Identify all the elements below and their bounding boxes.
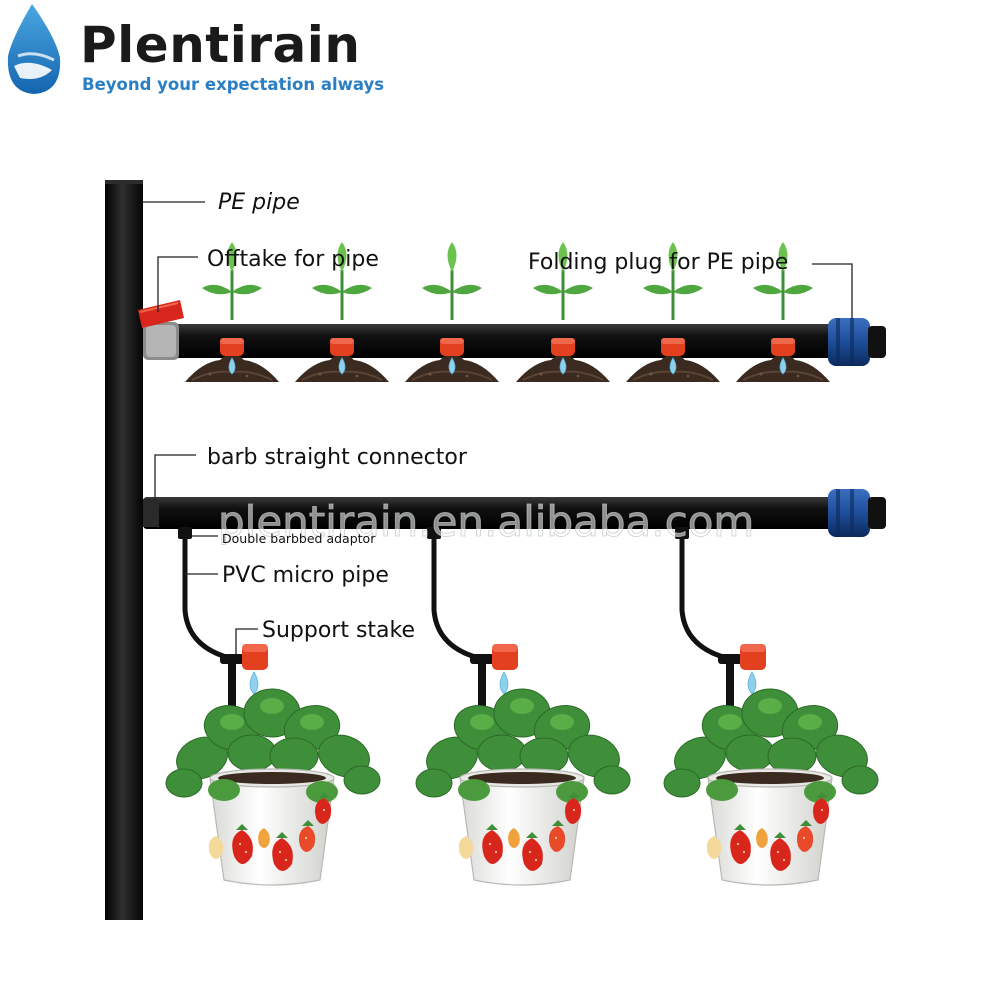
hanging-pot-icon bbox=[415, 688, 631, 886]
lower-lateral-pipe bbox=[143, 497, 843, 529]
double-barbed-adaptor-icon bbox=[178, 527, 689, 539]
brand-tagline: Beyond your expectation always bbox=[82, 75, 384, 94]
seedling-icon bbox=[403, 240, 501, 384]
support-stakes bbox=[219, 643, 767, 711]
folding-plug-icon bbox=[828, 489, 886, 537]
upper-lateral-pipe bbox=[143, 324, 843, 358]
strawberry-pots bbox=[165, 688, 879, 886]
label-support-stake: Support stake bbox=[262, 618, 415, 643]
label-barb-connector: barb straight connector bbox=[207, 445, 468, 470]
offtake-valve-icon bbox=[138, 300, 184, 360]
leader-lines bbox=[143, 201, 853, 655]
watermark: plentirain.en.alibaba.com bbox=[218, 497, 754, 546]
label-folding-plug: Folding plug for PE pipe bbox=[528, 250, 788, 275]
label-double-barbed: Double barbbed adaptor bbox=[222, 531, 376, 546]
brand-header: Plentirain Beyond your expectation alway… bbox=[7, 4, 384, 94]
hanging-pot-icon bbox=[663, 688, 879, 886]
hanging-pot-icon bbox=[165, 688, 381, 886]
water-drop-icon bbox=[7, 4, 61, 94]
folding-plug-icon bbox=[828, 318, 886, 366]
label-pvc-micro-pipe: PVC micro pipe bbox=[222, 563, 389, 588]
main-pe-pipe bbox=[105, 180, 143, 920]
label-pe-pipe: PE pipe bbox=[218, 190, 300, 215]
label-offtake: Offtake for pipe bbox=[207, 247, 379, 272]
brand-name: Plentirain bbox=[80, 16, 360, 74]
